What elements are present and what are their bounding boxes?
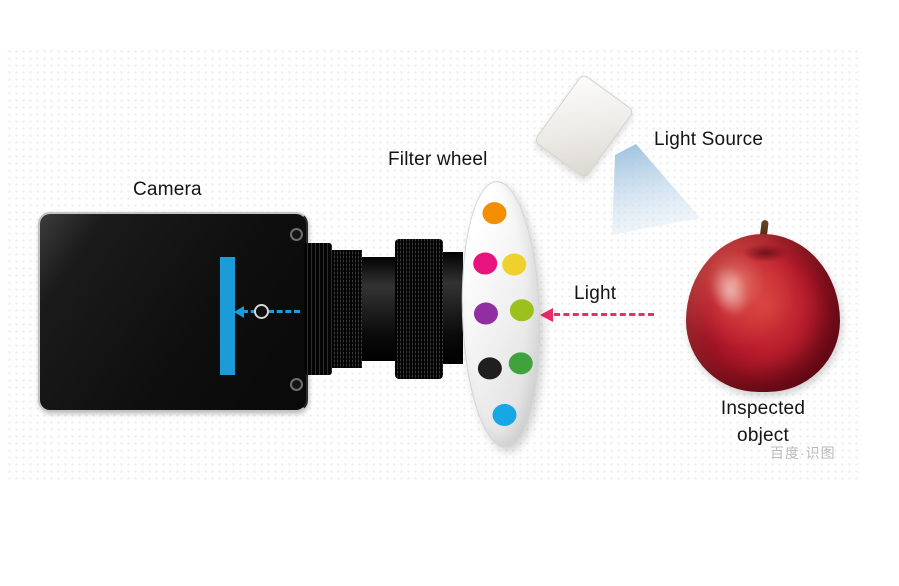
filter-dot-purple (473, 302, 499, 325)
camera-body (38, 212, 308, 412)
light-path-arrow-line (242, 310, 300, 313)
apple-highlight (704, 259, 756, 323)
light-source-label: Light Source (654, 129, 764, 150)
light-label: Light (574, 283, 617, 304)
camera-sensor-bar (220, 257, 235, 375)
filter-dot-yellow-green (509, 298, 535, 322)
filter-dot-black (477, 357, 503, 380)
watermark: 百度·识图 (770, 445, 836, 461)
inspected-object-label: Inspected object (683, 395, 843, 449)
screw-icon (290, 228, 303, 241)
filter-dot-yellow (501, 253, 527, 276)
filter-dot-orange (482, 201, 507, 225)
inspected-object-label-line2: object (737, 425, 789, 446)
lens-mount-ring (304, 243, 332, 375)
screw-icon (290, 378, 303, 391)
filter-wheel-label: Filter wheel (388, 149, 488, 170)
lens-barrel (362, 257, 395, 361)
light-path-arrow-head-icon (234, 306, 244, 318)
light-beam (612, 144, 700, 235)
light-arrow-head-icon (540, 308, 553, 322)
inspected-object-apple (686, 219, 840, 396)
filter-dot-magenta (472, 252, 498, 275)
camera-label: Camera (133, 179, 202, 200)
aperture-point-icon (254, 304, 269, 319)
apple-top-dip (742, 244, 788, 262)
apple-body (686, 234, 840, 392)
lens-focus-ring (395, 239, 443, 379)
lens-front-barrel (443, 252, 463, 364)
filter-dot-cyan (492, 403, 517, 427)
light-arrow-line (554, 313, 654, 316)
filter-dot-green (508, 351, 534, 375)
lens-knurled-ring (332, 250, 362, 368)
inspected-object-label-line1: Inspected (720, 398, 806, 419)
